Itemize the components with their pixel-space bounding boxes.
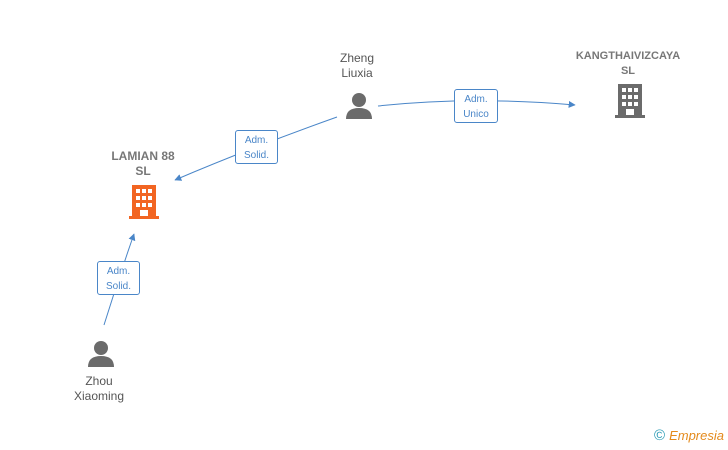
node-label-kangthaivizcaya-sl[interactable]: KANGTHAIVIZCAYA SL	[575, 50, 681, 77]
brand-watermark: © Empresia	[654, 427, 724, 444]
building-icon[interactable]	[129, 185, 159, 219]
copyright-symbol: ©	[654, 427, 666, 444]
person-icon[interactable]	[88, 341, 114, 367]
brand-name: Empresia	[669, 428, 724, 443]
edge-label-adm-solid-zheng[interactable]: Adm. Solid.	[235, 130, 278, 164]
person-icon[interactable]	[346, 93, 372, 119]
edge-label-adm-unico[interactable]: Adm. Unico	[454, 89, 498, 123]
node-label-zhou-xiaoming[interactable]: Zhou Xiaoming	[73, 374, 125, 403]
building-icon[interactable]	[615, 84, 645, 118]
edge-label-adm-solid-zhou[interactable]: Adm. Solid.	[97, 261, 140, 295]
node-label-zheng-liuxia[interactable]: Zheng Liuxia	[339, 51, 375, 80]
node-label-lamian-88-sl[interactable]: LAMIAN 88 SL	[111, 149, 175, 178]
